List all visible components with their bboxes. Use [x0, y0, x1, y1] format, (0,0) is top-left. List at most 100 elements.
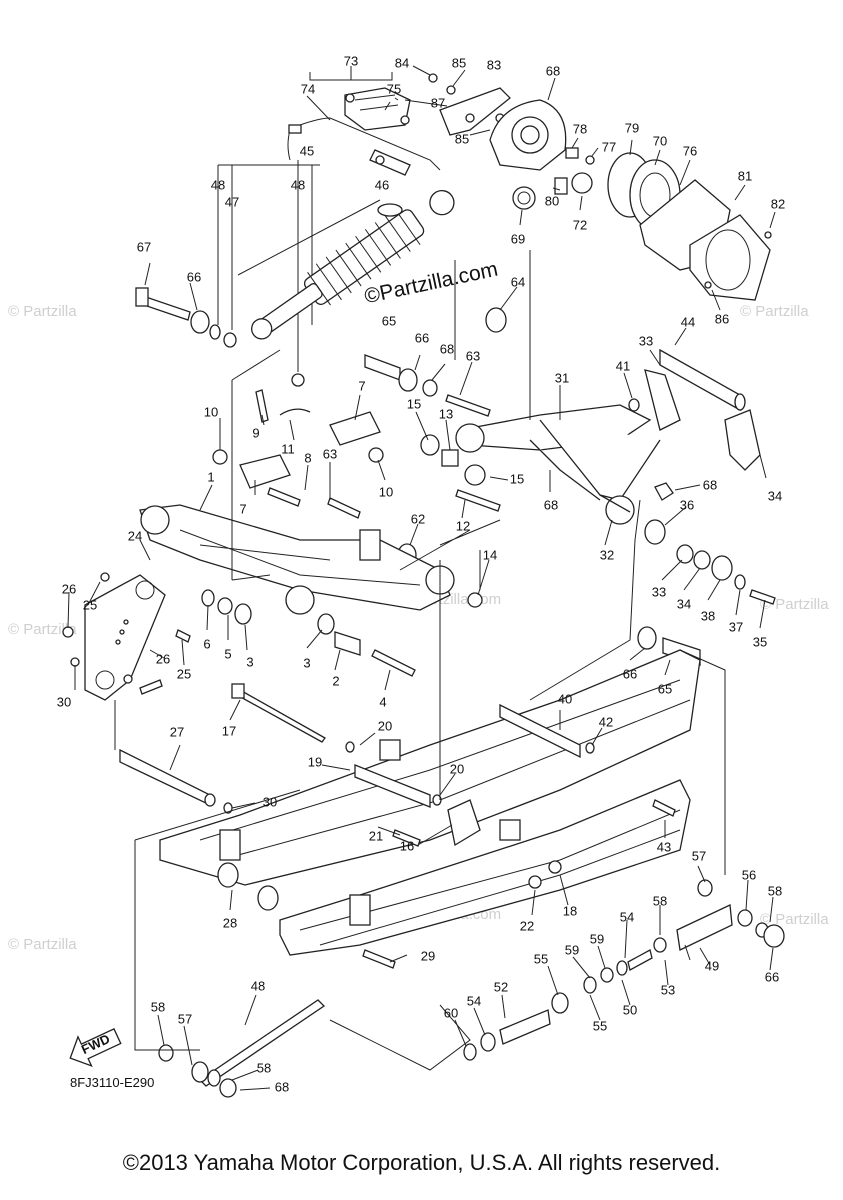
- callout-58c: 58: [151, 999, 165, 1014]
- callout-19: 19: [308, 754, 322, 769]
- copyright-notice: ©2013 Yamaha Motor Corporation, U.S.A. A…: [122, 1150, 721, 1175]
- callout-66a: 66: [187, 269, 201, 284]
- callout-34: 34: [677, 596, 691, 611]
- callout-42a: 41: [616, 358, 630, 373]
- watermark-right-mid: © Partzilla: [760, 596, 829, 613]
- drawing-code: 8FJ3110-E290: [70, 1075, 154, 1090]
- callout-26: 26: [62, 581, 76, 596]
- callout-76: 76: [683, 143, 697, 158]
- callout-38: 38: [701, 608, 715, 623]
- callout-29: 29: [421, 948, 435, 963]
- callout-23: 24: [128, 528, 142, 543]
- callout-64: 63: [323, 446, 337, 461]
- callout-57b: 57: [178, 1011, 192, 1026]
- callout-55a: 54: [467, 993, 481, 1008]
- callout-20b: 20: [450, 761, 464, 776]
- callout-58d: 58: [257, 1060, 271, 1075]
- callout-35: 35: [753, 634, 767, 649]
- callout-25a: 25: [83, 597, 97, 612]
- callout-5: 5: [224, 646, 231, 661]
- callout-84: 84: [395, 55, 409, 70]
- callout-27: 27: [170, 724, 184, 739]
- callout-71: 70: [653, 133, 667, 148]
- callout-53: 53: [661, 982, 675, 997]
- callout-80: 80: [545, 193, 559, 208]
- callout-41: 40: [558, 691, 572, 706]
- callout-85: 85: [452, 55, 466, 70]
- callout-46: 46: [375, 177, 389, 192]
- callout-60: 59: [565, 942, 579, 957]
- callout-25b: 26: [156, 651, 170, 666]
- callout-32: 32: [600, 547, 614, 562]
- callout-20a: 20: [378, 718, 392, 733]
- callout-82: 82: [771, 196, 785, 211]
- callout-50: 49: [705, 958, 719, 973]
- callout-13: 13: [439, 406, 453, 421]
- callout-87: 87: [431, 95, 445, 110]
- callout-77: 77: [602, 139, 616, 154]
- callout-39: 33: [639, 333, 653, 348]
- fwd-arrow-icon: [69, 1028, 122, 1068]
- watermark-left-top: © Partzilla: [8, 303, 77, 320]
- callout-49: 48: [251, 978, 265, 993]
- callout-56: 55: [534, 951, 548, 966]
- callout-79: 79: [625, 120, 639, 135]
- callout-81: 81: [738, 168, 752, 183]
- callout-75: 75: [387, 81, 401, 96]
- callout-18: 18: [563, 903, 577, 918]
- callout-64a: 64: [511, 274, 525, 289]
- callout-65a: 65: [382, 313, 396, 328]
- callout-31: 31: [555, 370, 569, 385]
- callout-7b: 7: [239, 501, 246, 516]
- callout-24: 25: [177, 666, 191, 681]
- callout-3b: 3: [303, 655, 310, 670]
- callout-72: 72: [573, 217, 587, 232]
- callout-63: 63: [466, 348, 480, 363]
- callout-66b: 66: [415, 330, 429, 345]
- callout-40: 34: [768, 488, 782, 503]
- callout-69: 68: [546, 63, 560, 78]
- callout-17: 17: [222, 723, 236, 738]
- callout-30a: 30: [57, 694, 71, 709]
- callout-37: 37: [729, 619, 743, 634]
- callout-30b: 30: [263, 794, 277, 809]
- callout-21: 21: [369, 828, 383, 843]
- callout-9: 9: [252, 425, 259, 440]
- callout-55b: 55: [593, 1018, 607, 1033]
- callout-4: 4: [379, 694, 386, 709]
- watermark-center: ©Partzilla.com: [362, 258, 499, 309]
- callout-58b: 58: [768, 883, 782, 898]
- callout-65b: 65: [658, 681, 672, 696]
- callout-14: 14: [483, 547, 497, 562]
- callout-68a: 68: [440, 341, 454, 356]
- watermark-left-mid: © Partzilla: [8, 621, 77, 638]
- callout-70: 69: [511, 231, 525, 246]
- callout-57a: 56: [742, 867, 756, 882]
- callout-86: 86: [715, 311, 729, 326]
- callout-2: 2: [332, 673, 339, 688]
- drawing-linework: [62, 65, 785, 1098]
- callout-12: 12: [456, 518, 470, 533]
- callout-22: 22: [520, 918, 534, 933]
- callout-10a: 10: [204, 404, 218, 419]
- callout-85b: 85: [455, 131, 469, 146]
- callout-74: 74: [301, 81, 315, 96]
- callout-48b: 48: [291, 177, 305, 192]
- callout-15a: 15: [407, 396, 421, 411]
- callout-73: 73: [344, 53, 358, 68]
- callout-1: 1: [207, 469, 214, 484]
- callout-33: 33: [652, 584, 666, 599]
- watermark-right-bottom: © Partzilla: [760, 911, 829, 928]
- callout-51: 50: [623, 1002, 637, 1017]
- callout-66d: 66: [765, 969, 779, 984]
- callout-15b: 15: [510, 471, 524, 486]
- callout-labels: 73 84 85 83 68 74 75 87 78 79 85 70 77 7…: [57, 53, 785, 1094]
- callout-54: 54: [620, 909, 634, 924]
- callout-8: 8: [304, 450, 311, 465]
- callout-44: 44: [681, 314, 695, 329]
- callout-66c: 66: [623, 666, 637, 681]
- callout-59b: 59: [590, 931, 604, 946]
- callout-47: 47: [225, 194, 239, 209]
- callout-78: 78: [573, 121, 587, 136]
